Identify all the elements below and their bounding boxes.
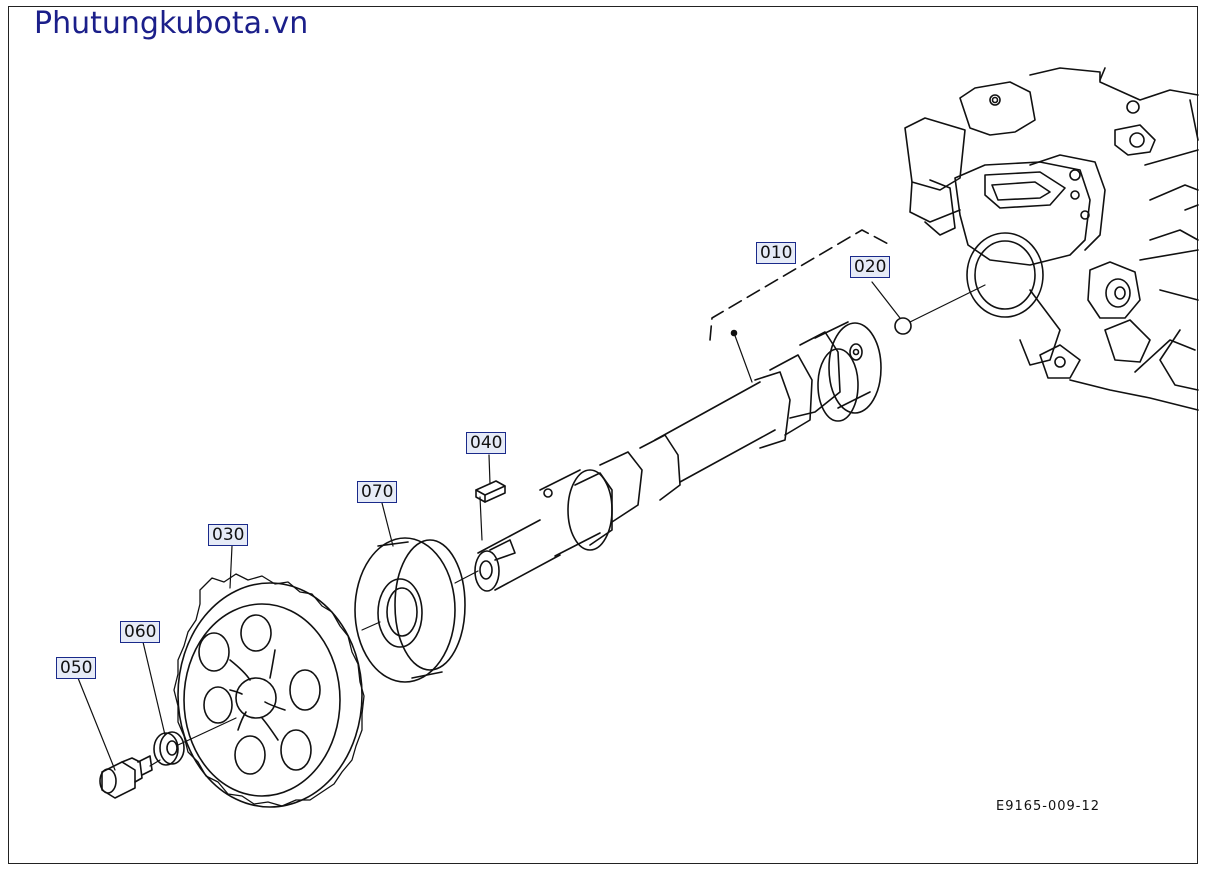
callout-020[interactable]: 020 (850, 256, 891, 278)
plate-070 (354, 537, 466, 683)
camshaft (474, 321, 882, 592)
brand-title: Phutungkubota.vn (34, 6, 309, 41)
assembly-bracket-010 (709, 229, 893, 341)
engine-housing (904, 67, 1199, 411)
callout-030[interactable]: 030 (208, 524, 249, 546)
axis-line-5 (149, 759, 161, 767)
leader-070 (381, 502, 394, 547)
leader-050 (77, 677, 116, 771)
leader-010 (733, 332, 753, 383)
axis-line-4 (177, 717, 237, 746)
callout-050[interactable]: 050 (56, 657, 97, 679)
leader-020 (871, 281, 901, 319)
axis-line-6 (479, 496, 483, 541)
gear-030 (173, 573, 365, 808)
axis-line-2 (454, 570, 479, 584)
ball-020 (894, 317, 912, 335)
callout-040[interactable]: 040 (466, 432, 507, 454)
leader-060 (142, 641, 166, 736)
axis-line-3 (361, 621, 381, 631)
leader-030 (229, 545, 233, 589)
callout-010[interactable]: 010 (756, 242, 797, 264)
diagram-frame (8, 6, 1198, 864)
axis-line-1 (909, 284, 986, 323)
bolt-050 (99, 755, 153, 799)
callout-060[interactable]: 060 (120, 621, 161, 643)
leader-040 (488, 454, 491, 485)
washer-060 (153, 731, 185, 766)
diagram-code: E9165-009-12 (996, 799, 1101, 814)
callout-070[interactable]: 070 (357, 481, 398, 503)
